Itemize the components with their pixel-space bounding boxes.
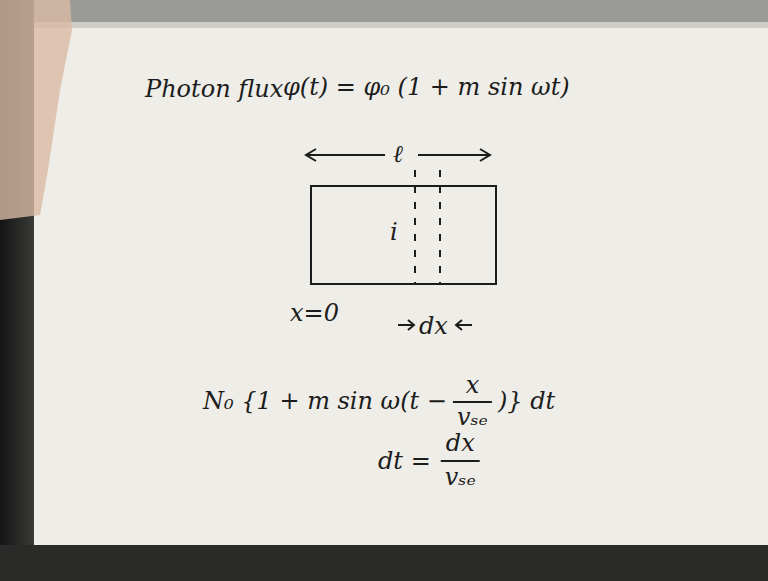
origin-label: x=0 bbox=[290, 300, 339, 326]
top-strip bbox=[0, 0, 768, 22]
equation: N₀ {1 + m sin ω(t − bbox=[203, 388, 447, 414]
equation: φ(t) = φ₀ (1 + m sin ωt) bbox=[283, 74, 570, 100]
arrow-head bbox=[456, 320, 462, 330]
equation: dt = bbox=[378, 448, 431, 474]
arrow-head bbox=[306, 149, 316, 161]
fraction-denominator: vₛₑ bbox=[445, 464, 476, 490]
length-arrow bbox=[306, 154, 385, 156]
semiconductor-block: i bbox=[310, 185, 497, 285]
arrow-head bbox=[480, 149, 490, 161]
fraction-denominator: vₛₑ bbox=[457, 404, 488, 430]
top-edge bbox=[0, 22, 768, 28]
fraction-numerator: x bbox=[466, 372, 480, 398]
length-arrow bbox=[418, 154, 490, 156]
slice-label: dx bbox=[419, 313, 448, 339]
bottom-band bbox=[0, 545, 768, 581]
fraction-numerator: dx bbox=[446, 430, 475, 456]
equation: )} dt bbox=[498, 388, 555, 414]
finger bbox=[0, 0, 72, 220]
region-label: i bbox=[390, 219, 398, 245]
fraction-bar bbox=[441, 460, 480, 462]
fraction-bar bbox=[453, 401, 492, 403]
arrow-head bbox=[408, 320, 414, 330]
length-label: ℓ bbox=[393, 141, 403, 167]
heading-text: Photon flux bbox=[145, 76, 283, 102]
